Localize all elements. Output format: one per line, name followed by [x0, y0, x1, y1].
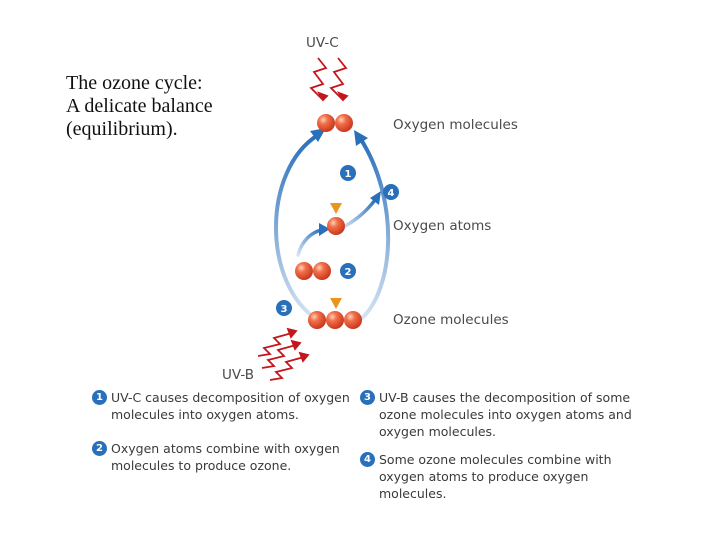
arrowhead-icon: [330, 298, 342, 309]
legend-line: molecules to produce ozone.: [111, 458, 292, 473]
uvb-label: UV-B: [222, 367, 254, 383]
legend-item-2: 2 Oxygen atoms combine with oxygen molec…: [92, 440, 340, 474]
step-badge-2: 2: [340, 263, 356, 279]
arrowhead-icon: [354, 130, 368, 146]
step-badge-icon: 2: [92, 441, 107, 456]
oxygen-molecule-left: [295, 262, 331, 280]
arrowhead-icon: [319, 223, 330, 236]
step-badge-1: 1: [340, 165, 356, 181]
ozone-molecule: [308, 311, 362, 329]
title-line: (equilibrium).: [66, 118, 178, 140]
svg-text:2: 2: [345, 267, 352, 278]
blue-arrow-right-loop: [358, 136, 391, 322]
legend-item-1: 1 UV-C causes decomposition of oxygen mo…: [92, 389, 350, 423]
step-badge-3: 3: [276, 300, 292, 316]
legend-line: UV-C causes decomposition of oxygen: [111, 390, 350, 405]
legend-line: oxygen molecules.: [379, 424, 497, 439]
oxygen-molecules-label: Oxygen molecules: [393, 117, 518, 133]
legend-line: molecules.: [379, 486, 447, 501]
arrowhead-icon: [310, 128, 326, 142]
svg-text:3: 3: [281, 304, 288, 315]
step-badge-icon: 1: [92, 390, 107, 405]
legend-item-3: 3 UV-B causes the decomposition of some …: [360, 389, 632, 440]
oxygen-molecule: [317, 114, 353, 132]
oxygen-atom: [327, 217, 345, 235]
svg-text:1: 1: [345, 169, 352, 180]
legend-line: molecules into oxygen atoms.: [111, 407, 299, 422]
arrowhead-icon: [330, 203, 342, 214]
uvb-lightning-icon: [257, 327, 310, 381]
arrowhead-icon: [370, 191, 381, 205]
legend-line: Oxygen atoms combine with oxygen: [111, 441, 340, 456]
legend-line: oxygen atoms to produce oxygen: [379, 469, 589, 484]
title-line: A delicate balance: [66, 95, 213, 117]
title-line: The ozone cycle:: [66, 72, 203, 94]
oxygen-atoms-label: Oxygen atoms: [393, 218, 491, 234]
step-badge-4: 4: [383, 184, 399, 200]
blue-arrow-small: [340, 198, 377, 230]
uvc-lightning-icon: [309, 57, 349, 102]
legend-line: ozone molecules into oxygen atoms and: [379, 407, 632, 422]
legend-line: UV-B causes the decomposition of some: [379, 390, 631, 405]
step-badge-icon: 3: [360, 390, 375, 405]
legend-item-4: 4 Some ozone molecules combine with oxyg…: [360, 451, 612, 502]
svg-text:4: 4: [388, 188, 395, 199]
step-badge-icon: 4: [360, 452, 375, 467]
blue-arrow-left-small: [296, 228, 324, 257]
uvc-label: UV-C: [306, 35, 339, 51]
ozone-molecules-label: Ozone molecules: [393, 312, 509, 328]
legend-line: Some ozone molecules combine with: [379, 452, 612, 467]
blue-arrow-left-loop: [274, 133, 320, 322]
slide-title: The ozone cycle: A delicate balance (equ…: [66, 72, 266, 141]
